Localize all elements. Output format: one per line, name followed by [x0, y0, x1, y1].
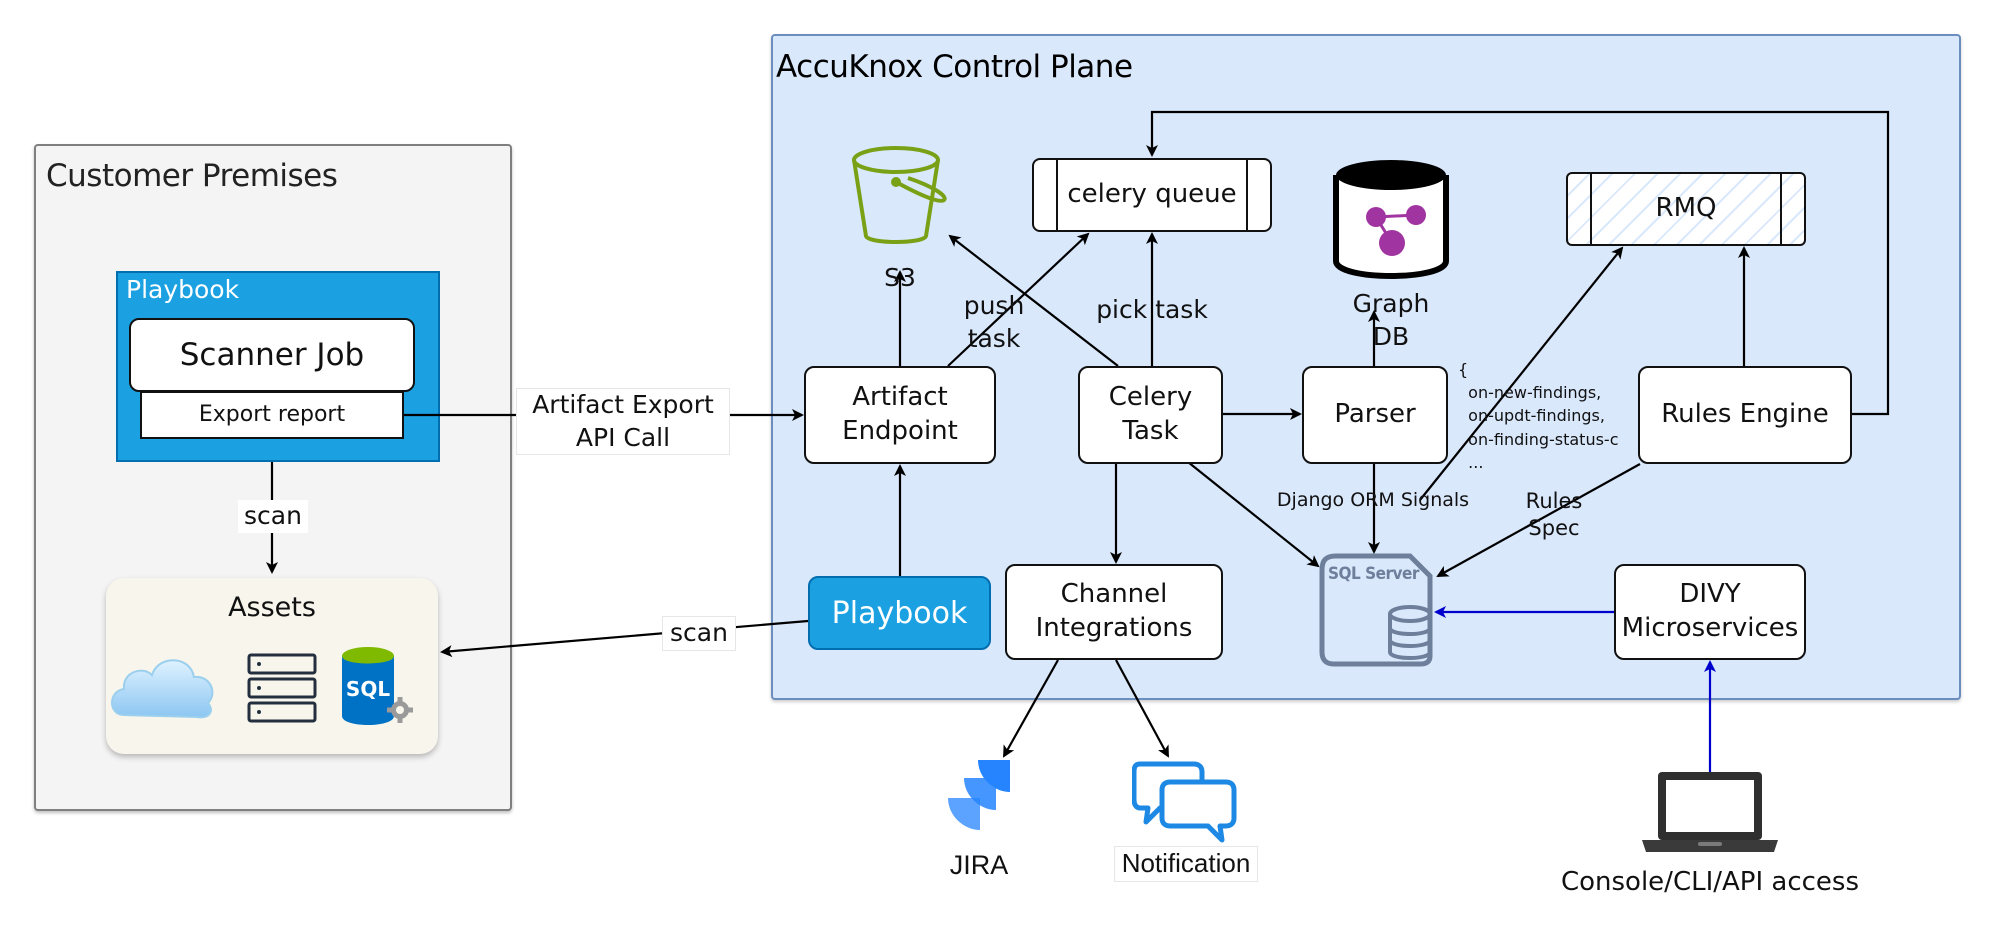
graph-db-icon — [1332, 157, 1450, 281]
edge-label-artifact-export: Artifact Export API Call — [516, 388, 730, 455]
notification-chat-icon — [1131, 756, 1238, 846]
cloud-icon — [106, 643, 222, 727]
channel-integrations-node: Channel Integrations — [1005, 564, 1223, 660]
celery-queue-label: celery queue — [1067, 179, 1237, 210]
rmq-left-bar — [1590, 174, 1592, 244]
server-rack-icon — [246, 652, 318, 724]
export-report-node: Export report — [140, 391, 404, 439]
rmq-node: RMQ — [1566, 172, 1806, 246]
divy-microservices-node: DIVY Microservices — [1614, 564, 1806, 660]
svg-text:SQL: SQL — [346, 677, 390, 701]
rmq-right-bar — [1780, 174, 1782, 244]
laptop-icon — [1640, 770, 1780, 854]
artifact-endpoint-node: Artifact Endpoint — [804, 366, 996, 464]
customer-playbook-title: Playbook — [126, 275, 240, 304]
signals-note: { on-new-findings, on-updt-findings, on-… — [1458, 360, 1619, 478]
queue-left-bar — [1056, 160, 1058, 230]
assets-title: Assets — [228, 592, 316, 623]
graph-db-label: Graph DB — [1352, 289, 1430, 351]
playbook-node: Playbook — [808, 576, 991, 650]
sql-server-icon: SQL Server — [1318, 552, 1436, 668]
parser-node: Parser — [1302, 366, 1448, 464]
control-plane-title: AccuKnox Control Plane — [776, 49, 1133, 85]
scanner-job-node: Scanner Job — [129, 318, 415, 392]
rules-engine-node: Rules Engine — [1638, 366, 1852, 464]
rmq-label: RMQ — [1655, 193, 1717, 224]
sql-server-label: SQL Server — [1328, 564, 1419, 584]
assets-container: Assets SQL — [106, 578, 438, 754]
sql-database-icon: SQL — [338, 644, 418, 730]
edge-label-orm-signals: Django ORM Signals — [1276, 489, 1470, 511]
edge-label-rules-spec: Rules Spec — [1525, 489, 1583, 541]
console-access-label: Console/CLI/API access — [1560, 867, 1860, 897]
celery-task-node: Celery Task — [1078, 366, 1223, 464]
jira-icon — [944, 758, 1012, 836]
queue-right-bar — [1246, 160, 1248, 230]
s3-bucket-icon — [848, 142, 952, 248]
edge-label-push-task: push task — [963, 291, 1025, 353]
edge-label-scan-back: scan — [662, 616, 736, 651]
s3-label: S3 — [884, 263, 916, 292]
celery-queue-node: celery queue — [1032, 158, 1272, 232]
customer-premises-title: Customer Premises — [46, 158, 338, 194]
notification-label: Notification — [1114, 846, 1258, 882]
jira-label: JIRA — [949, 850, 1009, 880]
edge-label-pick-task: pick task — [1096, 295, 1208, 324]
edge-label-scan: scan — [238, 500, 308, 533]
